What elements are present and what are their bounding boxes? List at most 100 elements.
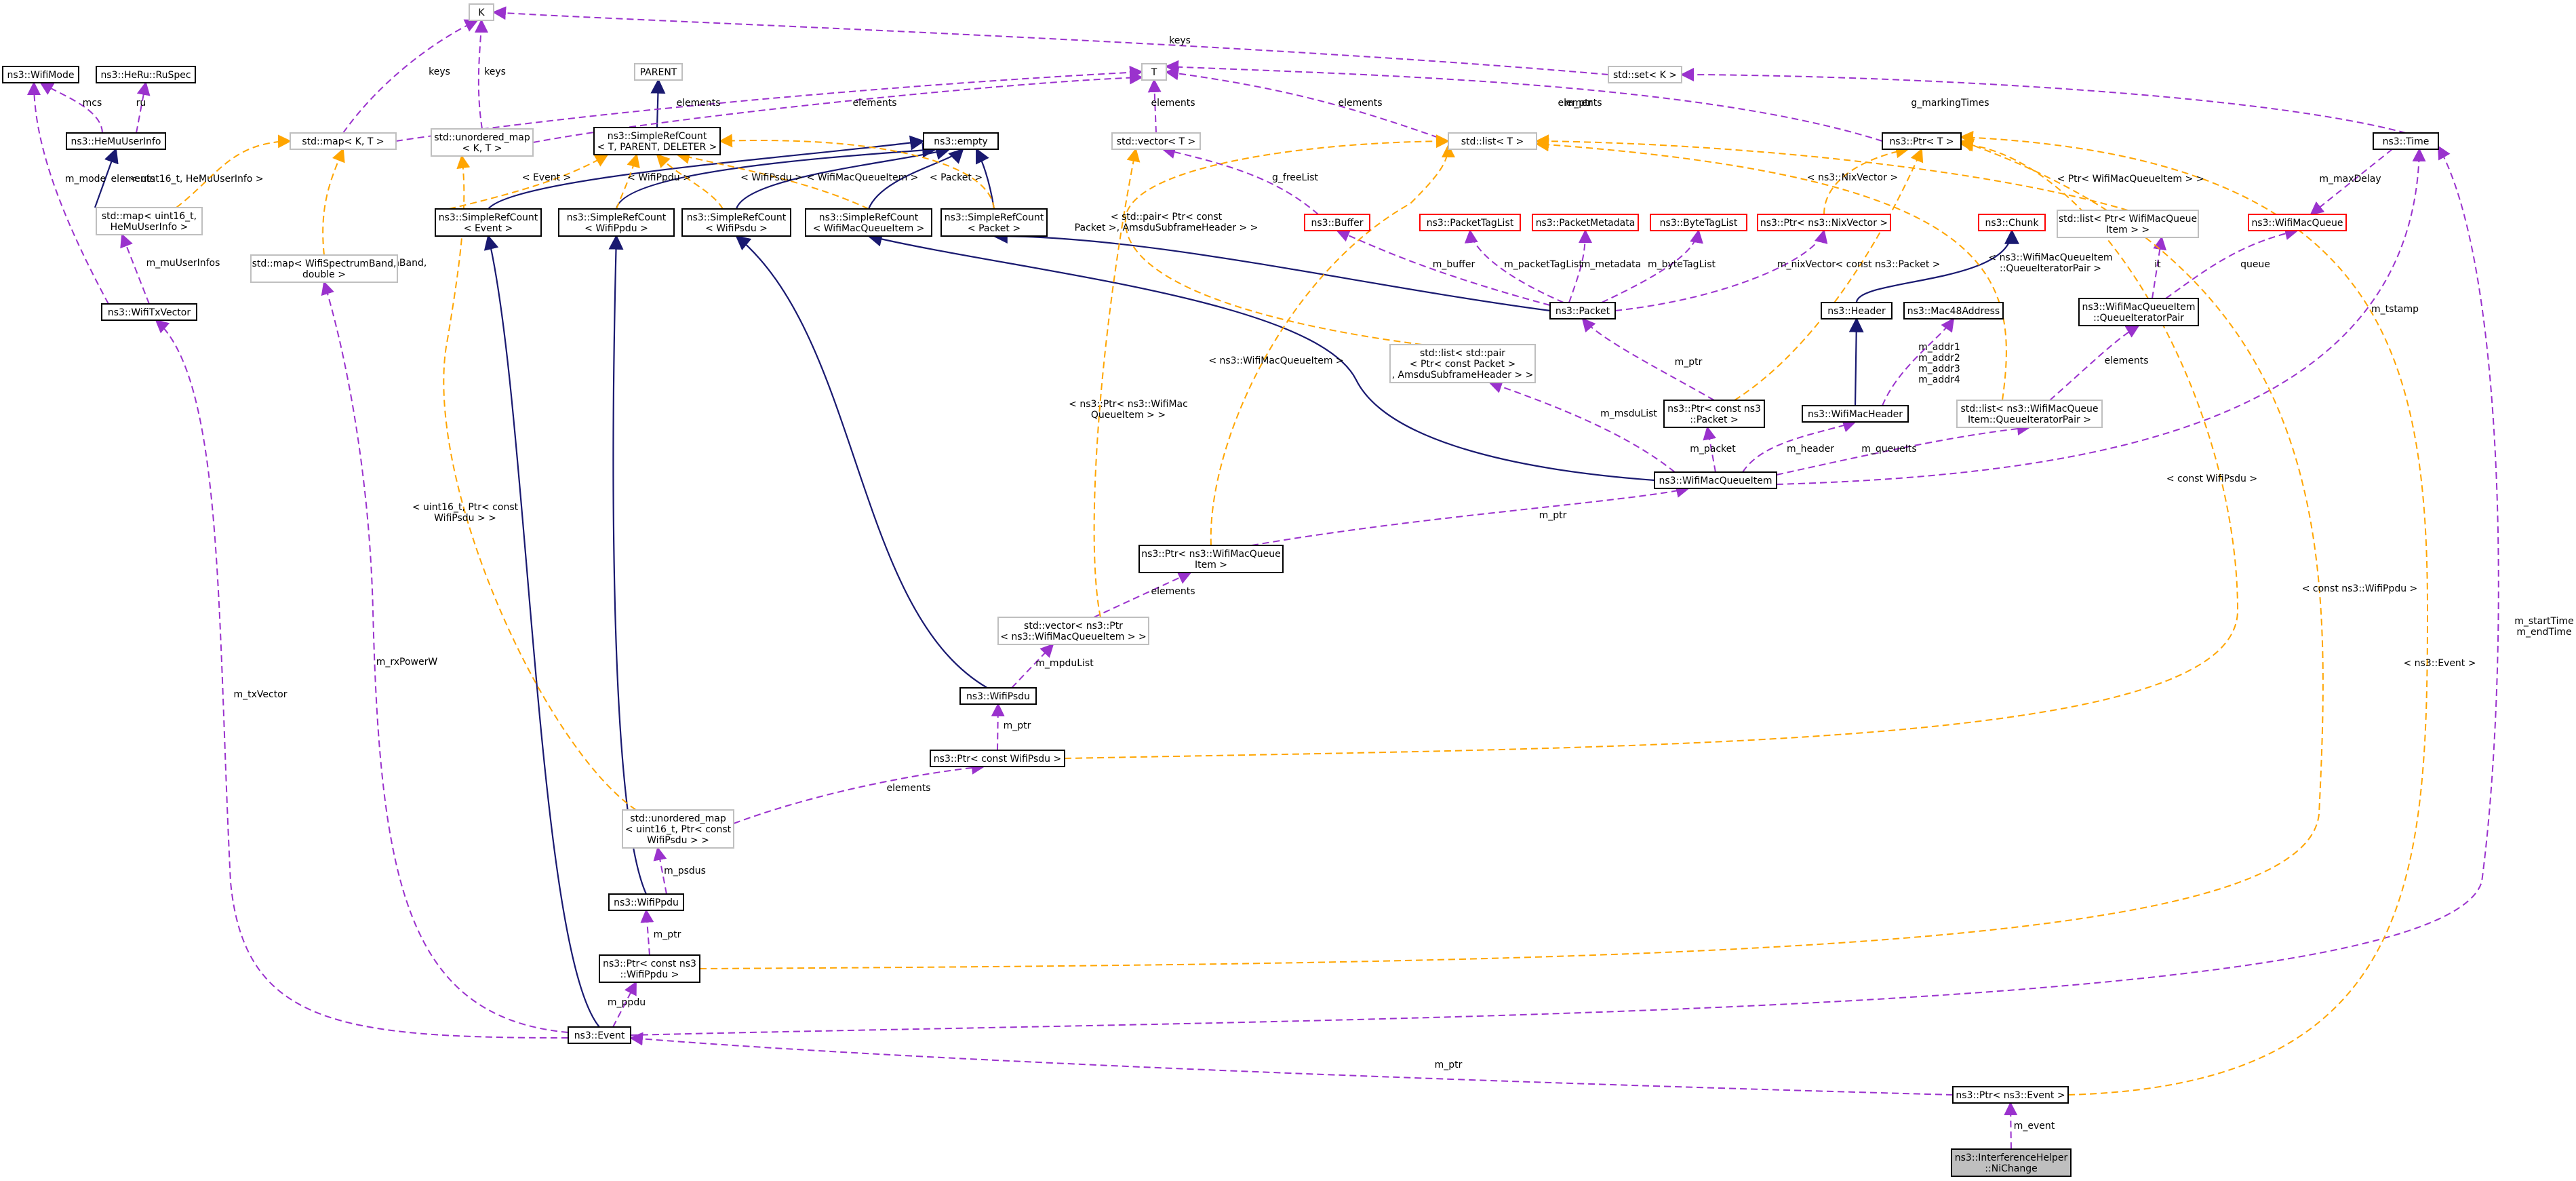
edge-label: < ns3::Event > [2404,658,2476,669]
node-label: ::QueueIteratorPair [2093,313,2184,324]
node-box [1419,214,1521,231]
edge-tpl-srcppdu [616,153,640,210]
edge-label: elements [676,98,720,109]
node-label: < uint16_t, Ptr< const [625,824,732,835]
edge-usage-unordered-ptrpsdu [733,760,985,824]
edge-label: < Ptr< WifiMacQueueItem > > [2057,174,2204,185]
node-ptrconstwifippdu[interactable]: ns3::Ptr< const ns3::WifiPpdu > [599,954,700,983]
edge-usage-qip-queue [2165,227,2299,299]
edge-label: m_queueIts [1861,444,1916,454]
node-header[interactable]: ns3::Header [1821,302,1893,320]
edge-usage-vector-ptritem [1093,571,1192,618]
node-label: ns3::Buffer [1311,218,1364,229]
edge-tpl-spectrum-mapkt [322,148,345,256]
node-listt: std::list< T > [1448,132,1537,150]
node-srcwifippdu[interactable]: ns3::SimpleRefCount< WifiPpdu > [558,208,675,237]
edge-tpl-listqip-listt [1535,138,2007,401]
node-label: std::map< K, T > [302,136,384,147]
node-ptrwifimacqueueitem[interactable]: ns3::Ptr< ns3::WifiMacQueueItem > [1138,545,1284,573]
node-box [96,207,203,235]
node-listqipair: std::list< ns3::WifiMacQueueItem::QueueI… [1956,400,2103,428]
node-box [435,208,542,237]
node-buffer: ns3::Buffer [1304,214,1370,231]
node-box [1663,400,1765,428]
edge-label: m_event [2014,1121,2055,1131]
node-unorderedkt: std::unordered_map< K, T > [431,128,534,157]
edge-tpl-listptr-listt [1535,134,2128,211]
node-box [1138,545,1284,573]
node-box [2,66,79,83]
node-wifimacheader[interactable]: ns3::WifiMacHeader [1802,405,1909,423]
node-simplerefcounttpl[interactable]: ns3::SimpleRefCount< T, PARENT, DELETER … [593,127,721,155]
node-label: HeMuUserInfo > [111,222,189,233]
node-event[interactable]: ns3::Event [568,1026,631,1044]
node-wifipsdu[interactable]: ns3::WifiPsdu [959,687,1037,705]
edge-inherit-event-src [483,234,600,1028]
node-wifimacqueueitem[interactable]: ns3::WifiMacQueueItem [1654,471,1777,489]
node-listptrqueueitem: std::list< Ptr< WifiMacQueueItem > > [2057,210,2199,238]
node-box [805,208,932,237]
edges-layer [27,6,2499,1150]
node-time[interactable]: ns3::Time [2373,132,2439,150]
node-wifitxvector[interactable]: ns3::WifiTxVector [101,303,197,321]
node-wifippdu[interactable]: ns3::WifiPpdu [608,893,684,911]
edge-usage-ptritem-item [1251,484,1690,546]
node-box [1952,1086,2069,1104]
node-label: ns3::Packet [1555,306,1610,317]
edge-usage-event-ptrppdu [612,981,637,1028]
node-label: K [478,7,485,18]
edge-inherit-psdu-src [735,235,988,689]
node-label: std::map< WifiSpectrumBand, [252,258,397,269]
edge-usage-event-txvec [155,319,569,1039]
node-label: ns3::Chunk [1985,218,2039,229]
node-label: double > [302,269,346,280]
node-label: ns3::InterferenceHelper [1955,1153,2068,1163]
edge-label: < ns3::WifiMacQueueItem > [1208,355,1343,366]
edge-inherit-item-src [867,231,1655,482]
edge-usage-unorderedkt-k [474,19,488,130]
edge-label: m_header [1787,444,1834,454]
node-srcwifimacqueueitem[interactable]: ns3::SimpleRefCount< WifiMacQueueItem > [805,208,932,237]
node-vectorptritem: std::vector< ns3::Ptr< ns3::WifiMacQueue… [997,617,1149,645]
edge-usage-ptrt-t [1165,60,1883,142]
node-label: WifiPsdu > > [647,835,709,846]
node-hemuuserinfo[interactable]: ns3::HeMuUserInfo [66,132,166,150]
node-srcwifipsdu[interactable]: ns3::SimpleRefCount< WifiPsdu > [681,208,791,237]
node-label: ns3::Ptr< ns3::WifiMacQueue [1141,549,1280,560]
node-mac48address[interactable]: ns3::Mac48Address [1903,302,2004,320]
node-label: < K, T > [462,143,502,154]
edge-label: < WifiMacQueueItem > [807,172,919,183]
node-srcevent[interactable]: ns3::SimpleRefCount< Event > [435,208,542,237]
node-ptrevent[interactable]: ns3::Ptr< ns3::Event > [1952,1086,2069,1104]
node-box [608,893,684,911]
node-ptrconstpacket[interactable]: ns3::Ptr< const ns3::Packet > [1663,400,1765,428]
node-box [1650,214,1747,231]
node-srcpacket[interactable]: ns3::SimpleRefCount< Packet > [940,208,1048,237]
node-queueiteratorpair[interactable]: ns3::WifiMacQueueItem::QueueIteratorPair [2078,298,2199,326]
node-packet[interactable]: ns3::Packet [1549,302,1616,320]
node-box [1951,1148,2072,1177]
node-label: std::list< ns3::WifiMacQueue [1961,404,2099,414]
node-empty[interactable]: ns3::empty [923,132,999,150]
edge-label: elements [1151,98,1195,109]
node-ruspec[interactable]: ns3::HeRu::RuSpec [96,66,196,83]
node-ptrt[interactable]: ns3::Ptr< T > [1882,132,1962,150]
node-parent: PARENT [634,63,683,81]
node-t: T [1141,63,1167,81]
edge-label: m_rxPowerW [376,657,438,667]
edge-usage-nichange-ptrevent [2004,1102,2018,1150]
node-wifimode[interactable]: ns3::WifiMode [2,66,79,83]
edge-inherit-srcitem-empty [867,148,964,210]
edge-label: m_maxDelay [2319,174,2381,185]
edge-label: m_ptr [1539,510,1567,521]
edge-label: m_ptr [1675,357,1703,368]
node-label: ns3::Ptr< T > [1889,136,1954,147]
edge-label: < ns3::NixVector > [1807,172,1898,183]
node-nichange[interactable]: ns3::InterferenceHelper::NiChange [1951,1148,2072,1177]
node-ptrconstwifipsdu[interactable]: ns3::Ptr< const WifiPsdu > [930,750,1065,767]
